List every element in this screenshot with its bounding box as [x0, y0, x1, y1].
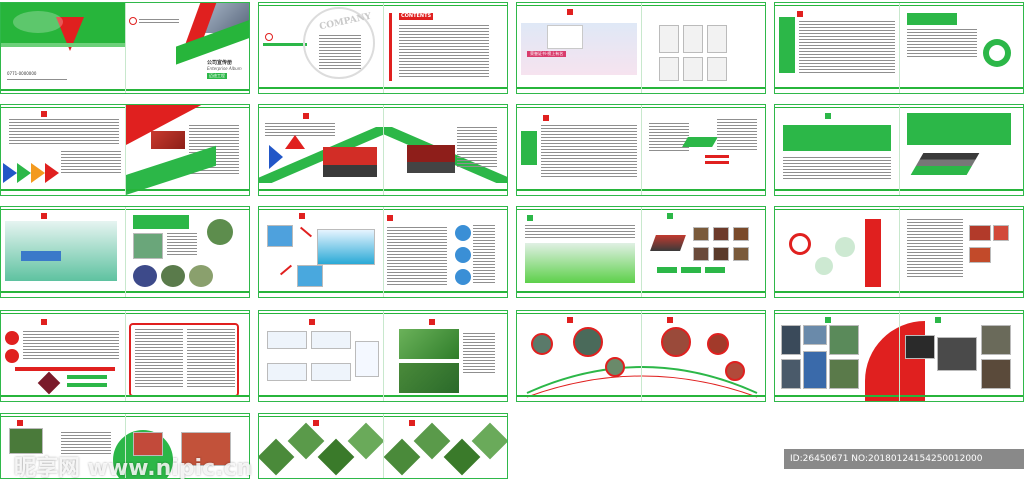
section-tag	[41, 111, 47, 117]
artificial-grass-photo	[399, 363, 459, 393]
pingpong-table-photo	[311, 363, 351, 381]
section-tag	[309, 319, 315, 325]
section-tag	[825, 317, 831, 323]
section-tag	[797, 11, 803, 17]
certificate-thumb	[707, 57, 727, 81]
brochure-spread-cover[interactable]: 0771-0000000 公司宣传册 Enterprise Album 迈迪工程	[0, 2, 250, 94]
certificate-thumb	[707, 25, 727, 53]
certificate-slogan: 荣誉证书·榜上有名	[527, 51, 567, 57]
brochure-spread-equipment[interactable]	[258, 310, 508, 402]
pingpong-table-photo	[311, 331, 351, 349]
cover-title: 公司宣传册	[207, 60, 233, 66]
arrow-icon	[299, 226, 313, 238]
section-tag	[409, 420, 415, 426]
basketball-hoop-photo	[355, 341, 379, 377]
certificate-thumb	[659, 25, 679, 53]
brochure-spread-intro[interactable]	[774, 2, 1024, 94]
brochure-spread-certificates[interactable]: 荣誉证书·榜上有名	[516, 2, 766, 94]
track-surface-photo	[151, 131, 185, 149]
cover-badge: 迈迪工程	[207, 73, 227, 79]
section-tag	[41, 213, 47, 219]
contents-heading: CONTENTS	[399, 13, 434, 20]
section-tag	[17, 420, 23, 426]
brochure-spread-construction[interactable]	[516, 104, 766, 196]
decor-circle	[789, 233, 811, 255]
rubber-surface-sample	[323, 147, 377, 177]
section-tag	[543, 115, 549, 121]
logo-icon	[265, 33, 273, 41]
site-watermark: 昵享网 www.nipic.cn	[14, 456, 253, 479]
brochure-spread-layers[interactable]	[774, 104, 1024, 196]
running-track-photo	[181, 432, 231, 466]
brochure-spread-gallery[interactable]	[774, 310, 1024, 402]
arc-lines-graphic	[526, 366, 758, 398]
brochure-spread-hospital[interactable]	[0, 206, 250, 298]
brochure-spread-circles[interactable]	[774, 206, 1024, 298]
section-tag	[935, 317, 941, 323]
layer-sample	[682, 137, 718, 147]
section-tag	[313, 420, 319, 426]
section-tag	[429, 319, 435, 325]
brochure-spread-lawn[interactable]	[258, 413, 508, 479]
section-tag	[41, 319, 47, 325]
world-map-graphic	[13, 11, 63, 33]
company-circle-graphic	[303, 7, 375, 79]
section-tag	[527, 215, 533, 221]
cover-phone: 0771-0000000	[7, 71, 37, 76]
section-tag	[667, 317, 673, 323]
certificate-thumb	[659, 57, 679, 81]
section-tag	[303, 113, 309, 119]
surface-sample	[650, 235, 686, 251]
section-tag	[567, 317, 573, 323]
brochure-spread-court-floor[interactable]	[258, 206, 508, 298]
surface-sample	[407, 145, 455, 173]
certificate-thumb	[683, 57, 703, 81]
brochure-spread-surfaces[interactable]	[258, 104, 508, 196]
pingpong-table-photo	[267, 363, 307, 381]
brochure-spread-track[interactable]	[0, 413, 250, 479]
image-id-bar: ID:26450671 NO:20180124154250012000	[784, 449, 1024, 469]
indoor-floor-photo	[525, 243, 635, 283]
section-tag	[567, 9, 573, 15]
arrow-icon	[279, 264, 293, 276]
logo-icon	[129, 17, 137, 25]
section-tag	[825, 113, 831, 119]
section-tag	[667, 213, 673, 219]
section-tag	[299, 213, 305, 219]
section-tag	[387, 215, 393, 221]
brochure-spread-process[interactable]	[0, 310, 250, 402]
brochure-spread-projects[interactable]	[516, 310, 766, 402]
layer-diagram	[910, 153, 980, 175]
brochure-spread-features[interactable]	[0, 104, 250, 196]
certificate-thumb	[683, 25, 703, 53]
pingpong-table-photo	[267, 331, 307, 349]
cover-subtitle: Enterprise Album	[207, 66, 242, 71]
brochure-spread-indoor[interactable]	[516, 206, 766, 298]
brochure-spread-contents[interactable]: COMPANY CONTENTS	[258, 2, 508, 94]
artificial-grass-photo	[399, 329, 459, 359]
certificate-image	[547, 25, 583, 49]
